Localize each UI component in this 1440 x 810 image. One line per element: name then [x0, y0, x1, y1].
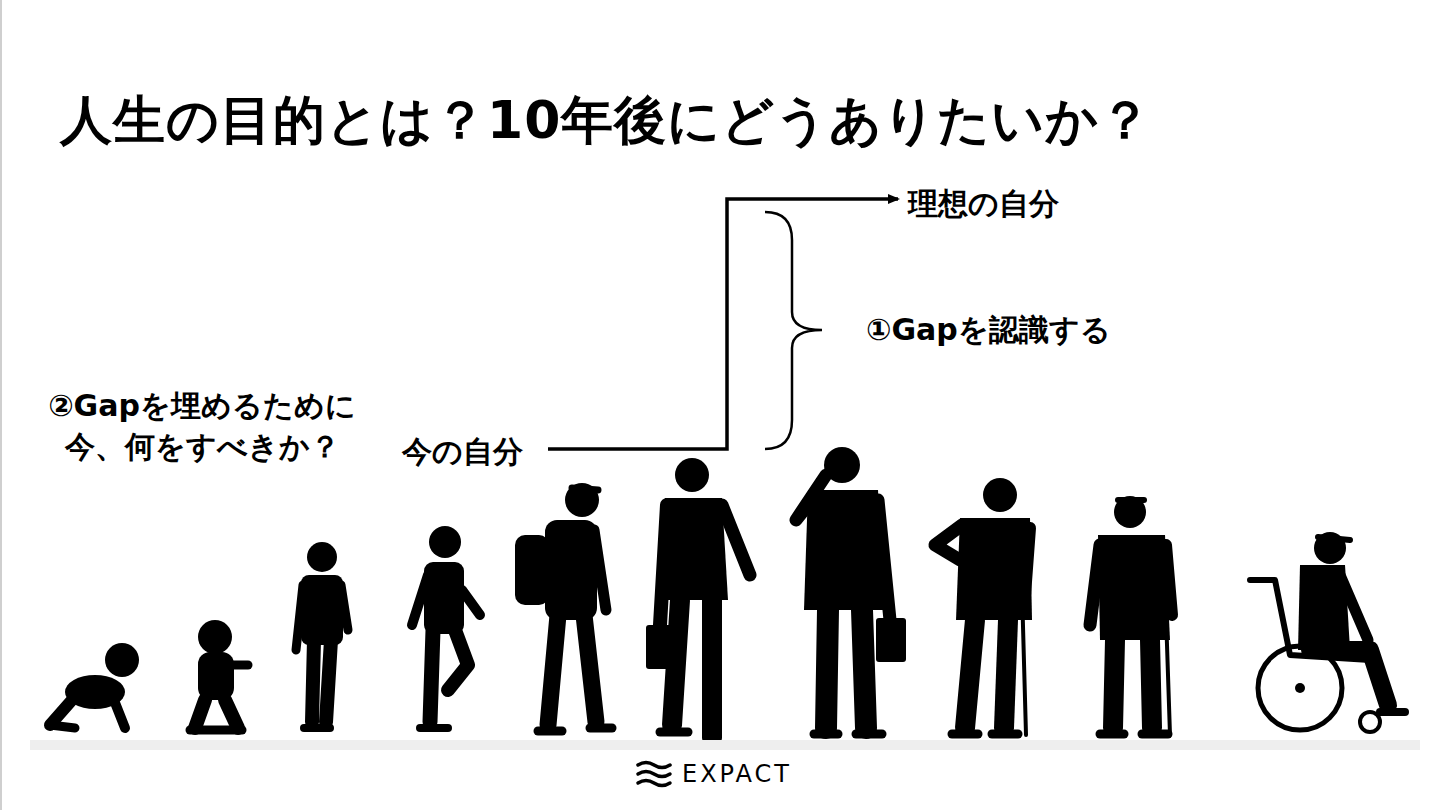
action-question: ②Gapを埋めるために 今、何をすべきか？ — [22, 386, 382, 467]
ideal-self-label: 理想の自分 — [908, 184, 1059, 225]
floor-shadow — [30, 740, 1420, 750]
slide-title: 人生の目的とは？10年後にどうありたいか？ — [60, 86, 1152, 156]
gap-brace — [765, 212, 822, 449]
life-stage-silhouettes — [50, 447, 1405, 738]
logo-mark — [638, 763, 670, 786]
page-edge — [0, 0, 2, 810]
gap-label: ①Gapを認識する — [866, 310, 1111, 351]
current-self-label: 今の自分 — [402, 432, 523, 473]
step-arrow — [548, 199, 898, 449]
logo-text: EXPACT — [682, 760, 792, 788]
